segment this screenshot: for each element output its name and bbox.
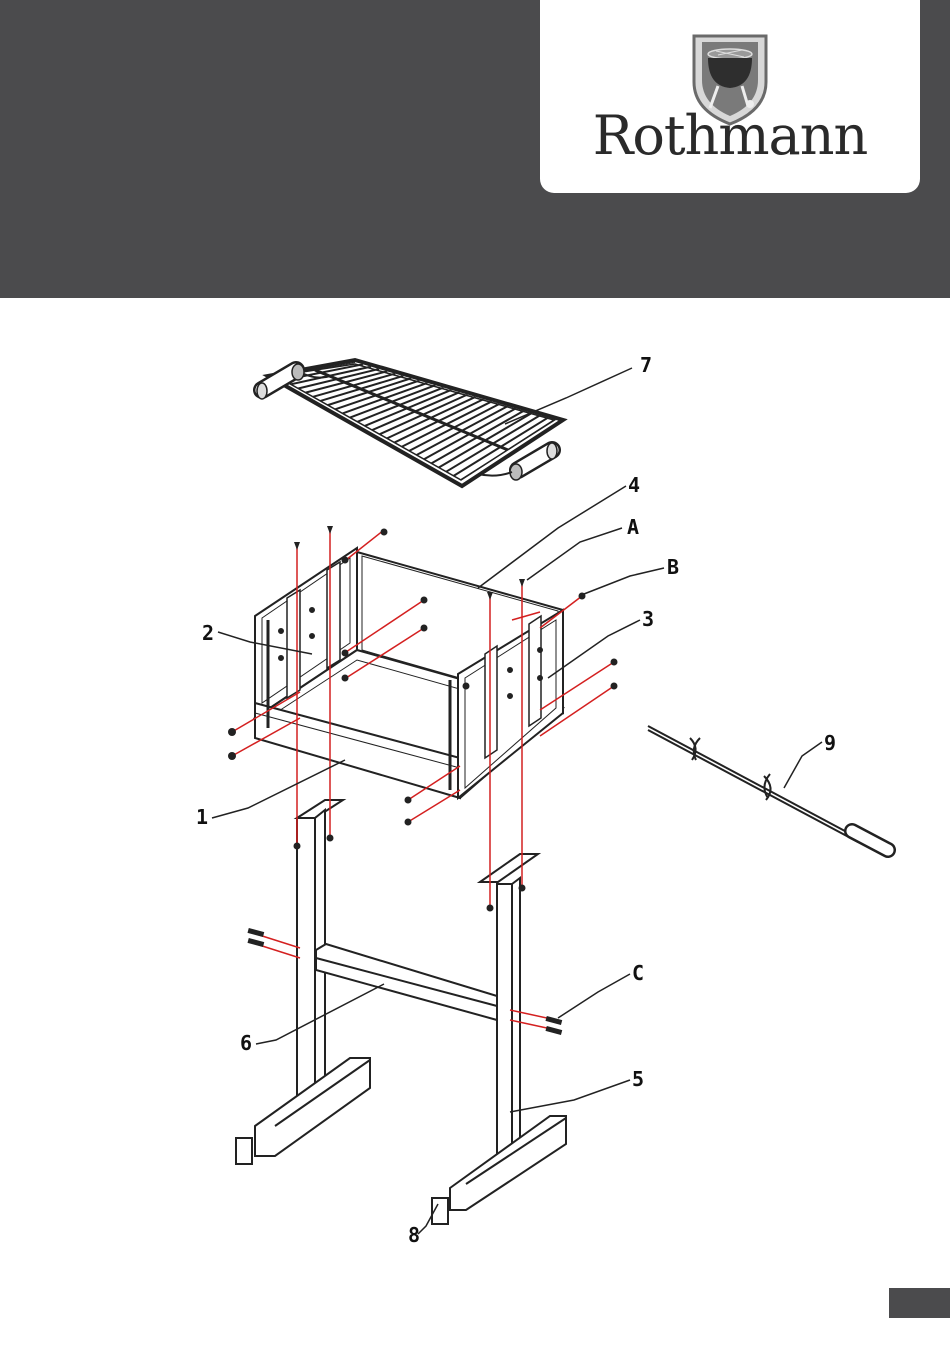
callout-8: 8 (408, 1223, 420, 1247)
callout-5: 5 (632, 1067, 644, 1091)
exploded-assembly-diagram: 7 4 A B 2 3 9 1 C 6 5 8 (0, 298, 950, 1298)
callout-b: B (667, 555, 679, 579)
callout-7: 7 (640, 353, 652, 377)
callout-c: C (632, 961, 644, 985)
callout-3: 3 (642, 607, 654, 631)
callout-a: A (627, 515, 639, 539)
callout-9: 9 (824, 731, 836, 755)
page-tab (889, 1288, 950, 1318)
brand-logo: Rothmann (540, 0, 920, 193)
callout-2: 2 (202, 621, 214, 645)
callout-4: 4 (628, 473, 640, 497)
grill-grate (257, 360, 563, 486)
fire-box (255, 548, 563, 798)
callout-6: 6 (240, 1031, 252, 1055)
skewer (648, 726, 888, 850)
callout-1: 1 (196, 805, 208, 829)
brand-name: Rothmann (540, 104, 920, 167)
